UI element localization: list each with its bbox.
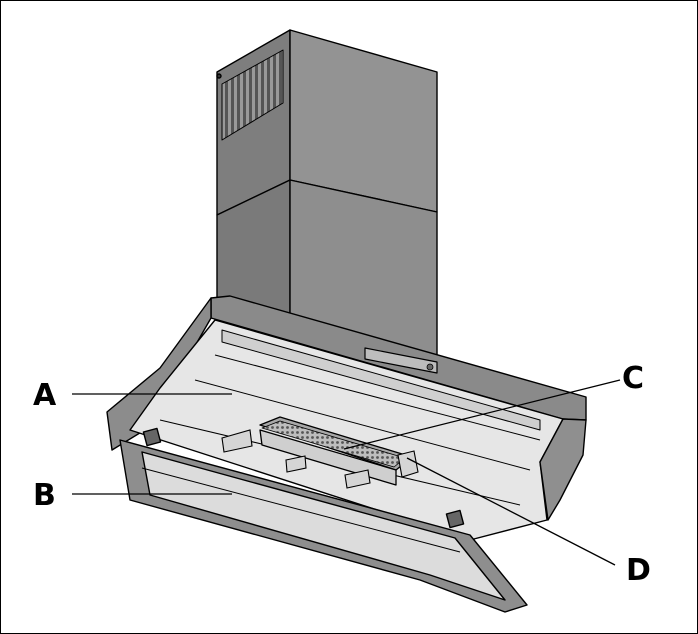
control-panel-strip (364, 347, 438, 374)
bracket-far-right (397, 450, 419, 478)
chimney-screw (216, 73, 222, 79)
hinge-right (445, 509, 465, 529)
canopy-left-side (106, 297, 212, 451)
bracket-right (344, 469, 371, 489)
leader-line-d (406, 457, 616, 566)
callout-b: B (33, 478, 56, 513)
chimney (216, 29, 438, 356)
bracket-left (221, 429, 253, 453)
canopy-inner-shelf (221, 329, 541, 431)
chimney-vent-grille (221, 49, 284, 141)
leader-lines (72, 379, 621, 566)
canopy-ridge-line-1 (214, 354, 541, 441)
hinge-left (142, 427, 162, 447)
callout-a: A (33, 378, 57, 413)
control-knob (426, 363, 434, 371)
canopy-ridge-line-2 (194, 379, 531, 471)
front-panel (119, 427, 528, 613)
leader-line-c (343, 379, 621, 450)
callout-c: C (622, 361, 644, 396)
canopy-right-side (539, 418, 587, 521)
front-panel-glass (141, 451, 506, 601)
filter-support-brackets (221, 429, 419, 489)
bracket-middle (285, 455, 307, 473)
callout-d: D (626, 553, 651, 588)
hood-canopy (106, 295, 587, 541)
front-panel-inner-edge (141, 467, 461, 553)
